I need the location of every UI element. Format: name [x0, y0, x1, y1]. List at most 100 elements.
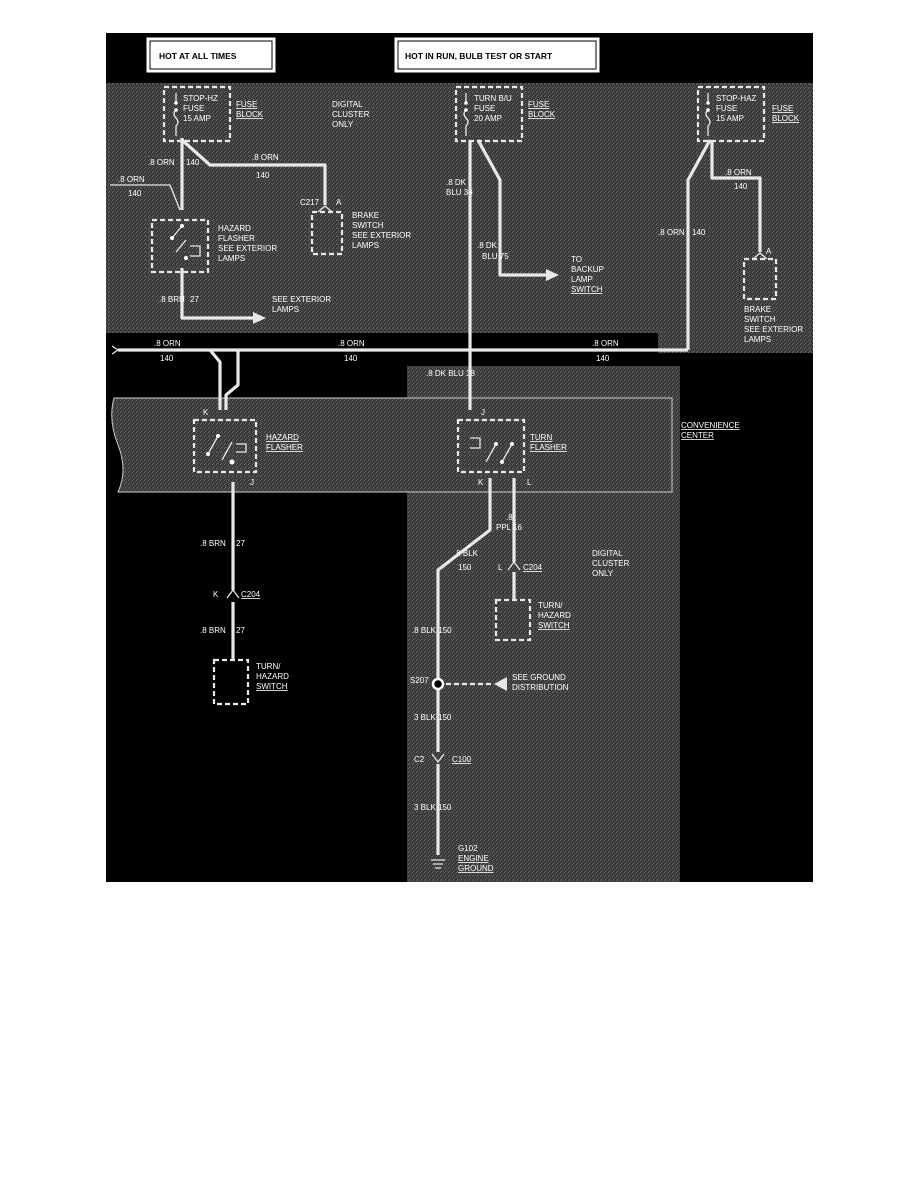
- hot-at-all-times-label: HOT AT ALL TIMES: [159, 51, 237, 61]
- svg-text:BLU 75: BLU 75: [482, 252, 509, 261]
- svg-text:.8 ORN: .8 ORN: [118, 175, 145, 184]
- svg-text:A: A: [336, 198, 342, 207]
- svg-text:SWITCH: SWITCH: [571, 285, 603, 294]
- arrow-backup-lamp: [546, 269, 559, 281]
- svg-text:.8 BRN: .8 BRN: [200, 626, 226, 635]
- connector-c217: C217: [300, 198, 320, 207]
- turn-flasher-label: TURN: [530, 433, 552, 442]
- svg-text:SWITCH: SWITCH: [538, 621, 570, 630]
- panel-top: [106, 83, 658, 333]
- svg-text:BLOCK: BLOCK: [772, 114, 800, 123]
- svg-text:BLOCK: BLOCK: [528, 110, 556, 119]
- svg-text:HAZARD: HAZARD: [538, 611, 571, 620]
- svg-text:K: K: [478, 478, 484, 487]
- see-ground-distribution: SEE GROUND: [512, 673, 566, 682]
- svg-text:.8 DK: .8 DK: [446, 178, 467, 187]
- fuse-stop-haz-right: [696, 85, 766, 143]
- svg-text:A: A: [766, 247, 772, 256]
- svg-text:3 BLK 150: 3 BLK 150: [414, 803, 452, 812]
- connector-c204-left: C204: [241, 590, 261, 599]
- fuse-right-line1: STOP-HAZ: [716, 94, 756, 103]
- svg-text:.8 ORN: .8 ORN: [252, 153, 279, 162]
- hot-in-run-label: HOT IN RUN, BULB TEST OR START: [405, 51, 553, 61]
- svg-text:140: 140: [344, 354, 358, 363]
- svg-text:C2: C2: [414, 755, 425, 764]
- svg-text:140: 140: [692, 228, 706, 237]
- svg-text:BLU 38: BLU 38: [446, 188, 473, 197]
- hazard-flasher-label: HAZARD: [266, 433, 299, 442]
- svg-text:.8 DK BLU 38: .8 DK BLU 38: [426, 369, 475, 378]
- svg-text:.8 ORN: .8 ORN: [592, 339, 619, 348]
- svg-text:FUSE: FUSE: [716, 104, 737, 113]
- svg-text:HAZARD: HAZARD: [256, 672, 289, 681]
- svg-text:140: 140: [596, 354, 610, 363]
- ground-g102: G102: [458, 844, 478, 853]
- svg-text:.8 ORN: .8 ORN: [154, 339, 181, 348]
- svg-text:SEE EXTERIOR: SEE EXTERIOR: [352, 231, 411, 240]
- svg-text:150: 150: [458, 563, 472, 572]
- hazard-flasher-top-label: HAZARD: [218, 224, 251, 233]
- svg-text:ONLY: ONLY: [332, 120, 354, 129]
- svg-text:PPL 16: PPL 16: [496, 523, 522, 532]
- svg-text:SEE EXTERIOR: SEE EXTERIOR: [218, 244, 277, 253]
- svg-text:.8 BRN: .8 BRN: [200, 539, 226, 548]
- wire-blk-150: [436, 478, 492, 752]
- fuse-stop-hz-left: [162, 85, 232, 143]
- turn-hazard-switch-left-label: TURN/: [256, 662, 281, 671]
- svg-text:SWITCH: SWITCH: [256, 682, 288, 691]
- svg-text:SWITCH: SWITCH: [352, 221, 384, 230]
- svg-text:CLUSTER: CLUSTER: [592, 559, 630, 568]
- hazard-flasher: [192, 418, 258, 474]
- turn-flasher: [456, 418, 526, 474]
- splice-s207: [431, 677, 445, 691]
- svg-text:15 AMP: 15 AMP: [183, 114, 211, 123]
- fuse-left-line1: STOP-HZ: [183, 94, 218, 103]
- svg-text:27: 27: [190, 295, 199, 304]
- fuse-mid-line1: TURN B/U: [474, 94, 512, 103]
- svg-text:.8 ORN: .8 ORN: [658, 228, 685, 237]
- svg-text:CENTER: CENTER: [681, 431, 714, 440]
- svg-text:140: 140: [734, 182, 748, 191]
- brake-switch-right-label: BRAKE: [744, 305, 771, 314]
- svg-text:140: 140: [160, 354, 174, 363]
- svg-text:27: 27: [236, 626, 245, 635]
- svg-text:LAMPS: LAMPS: [272, 305, 299, 314]
- arrow-ground-distribution: [494, 677, 507, 691]
- hazard-flasher-top: [150, 218, 210, 274]
- svg-text:.8 BLK: .8 BLK: [454, 549, 479, 558]
- digital-cluster-top: DIGITAL: [332, 100, 363, 109]
- svg-text:FLASHER: FLASHER: [218, 234, 255, 243]
- svg-text:3 BLK 150: 3 BLK 150: [414, 713, 452, 722]
- svg-text:GROUND: GROUND: [458, 864, 494, 873]
- turn-hazard-switch-right: [494, 598, 532, 642]
- svg-text:L: L: [498, 563, 503, 572]
- svg-text:FUSE: FUSE: [528, 100, 549, 109]
- connector-c100: C100: [452, 755, 472, 764]
- svg-text:FLASHER: FLASHER: [266, 443, 303, 452]
- fuse-turn-bu: [454, 85, 524, 143]
- svg-text:K: K: [213, 590, 219, 599]
- svg-text:ENGINE: ENGINE: [458, 854, 489, 863]
- svg-text:.8: .8: [506, 513, 513, 522]
- brake-switch-right: [742, 257, 778, 301]
- svg-text:140: 140: [186, 158, 200, 167]
- digital-cluster-bottom: DIGITAL: [592, 549, 623, 558]
- svg-text:140: 140: [256, 171, 270, 180]
- brake-switch-left-label: BRAKE: [352, 211, 379, 220]
- svg-text:27: 27: [236, 539, 245, 548]
- see-exterior-lamps: SEE EXTERIOR: [272, 295, 331, 304]
- connector-c204-right: C204: [523, 563, 543, 572]
- wire-brn-27-top: [180, 268, 255, 320]
- svg-text:20 AMP: 20 AMP: [474, 114, 502, 123]
- svg-text:DISTRIBUTION: DISTRIBUTION: [512, 683, 569, 692]
- svg-text:FUSE: FUSE: [236, 100, 257, 109]
- wire-orn-140-right: [686, 139, 712, 350]
- svg-text:.8 BRN: .8 BRN: [159, 295, 185, 304]
- hot-at-all-times-box: [145, 36, 277, 74]
- svg-text:SWITCH: SWITCH: [744, 315, 776, 324]
- svg-text:.8 ORN: .8 ORN: [725, 168, 752, 177]
- hot-in-run-box: [393, 36, 601, 74]
- svg-text:FLASHER: FLASHER: [530, 443, 567, 452]
- turn-hazard-switch-left: [212, 658, 250, 706]
